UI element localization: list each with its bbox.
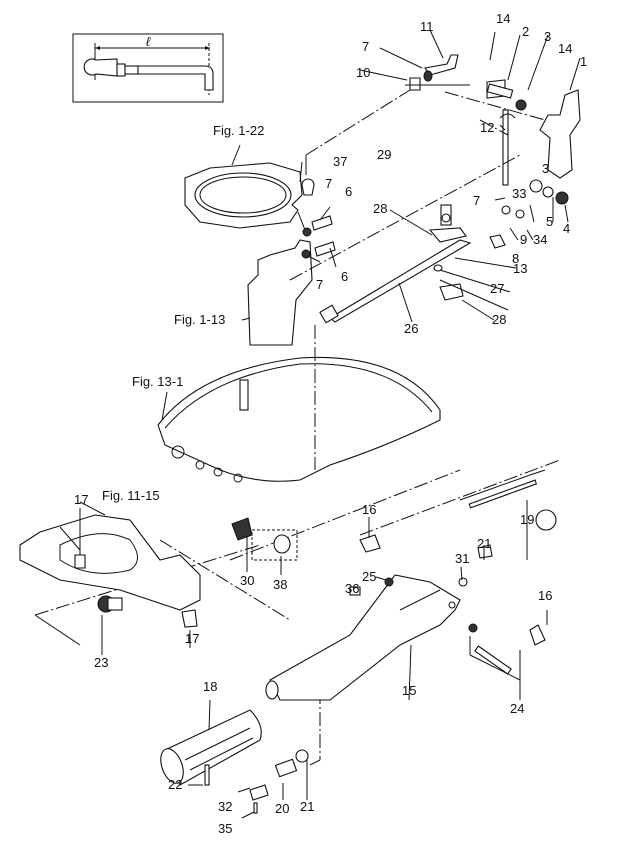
callout-6b: 6 [341, 269, 349, 284]
callout-7: 7 [362, 39, 370, 54]
callout-28b: 28 [492, 312, 507, 327]
callout-6: 6 [345, 184, 353, 199]
callout-28: 28 [373, 201, 388, 216]
callout-13: 13 [513, 261, 528, 276]
callout-17b: 17 [185, 631, 200, 646]
callout-37: 37 [333, 154, 348, 169]
callout-27: 27 [490, 281, 505, 296]
callout-8: 8 [512, 251, 520, 266]
callout-14: 14 [496, 11, 511, 26]
fasteners [301, 178, 336, 259]
bracket-plate [241, 239, 313, 346]
callout-7d: 7 [473, 193, 481, 208]
callout-33: 33 [512, 186, 527, 201]
throttle-linkage [405, 54, 581, 249]
callout-15: 15 [402, 683, 417, 698]
callout-7c: 7 [316, 277, 324, 292]
callout-20: 20 [275, 801, 290, 816]
callout-25: 25 [362, 569, 377, 584]
callout-11: 11 [420, 19, 434, 34]
callout-16: 16 [362, 502, 377, 517]
callout-3: 3 [544, 29, 552, 44]
callout-30: 30 [240, 573, 255, 588]
callout-12: 12 [480, 120, 495, 135]
figure-ref-1-13: Fig. 1-13 [174, 312, 226, 327]
gasket-ring [184, 144, 303, 229]
figure-ref-13-1: Fig. 13-1 [132, 374, 184, 389]
callout-10: 10 [356, 65, 371, 80]
inset-rod-detail [72, 33, 224, 103]
callout-22: 22 [168, 777, 183, 792]
assembly-lines [34, 89, 561, 766]
callout-18: 18 [203, 679, 218, 694]
callout-32: 32 [218, 799, 233, 814]
bottom-cowling [157, 356, 441, 483]
callout-21: 21 [477, 536, 492, 551]
callout-16b: 16 [538, 588, 553, 603]
callout-31: 31 [455, 551, 470, 566]
callout-14b: 14 [558, 41, 573, 56]
throttle-grip [160, 709, 309, 814]
callout-36: 36 [345, 581, 360, 596]
callout-38: 38 [273, 577, 288, 592]
inset-dimension-label: ℓ [146, 34, 151, 49]
callout-34: 34 [533, 232, 548, 247]
callout-17: 17 [74, 492, 89, 507]
callout-3b: 3 [542, 161, 550, 176]
callout-21b: 21 [300, 799, 315, 814]
callout-29: 29 [377, 147, 392, 162]
callout-7b: 7 [325, 176, 333, 191]
figure-ref-1-22: Fig. 1-22 [213, 123, 265, 138]
callout-4: 4 [563, 221, 571, 236]
callout-35: 35 [218, 821, 233, 836]
callout-9: 9 [520, 232, 528, 247]
callout-26: 26 [404, 321, 419, 336]
steering-bracket [19, 514, 298, 628]
leader-lines [59, 29, 581, 819]
steering-handle [265, 469, 557, 701]
callout-19: 19 [520, 512, 535, 527]
callout-1: 1 [580, 54, 588, 69]
callout-5: 5 [546, 214, 554, 229]
callout-2: 2 [522, 24, 530, 39]
callout-23: 23 [94, 655, 109, 670]
callout-24: 24 [510, 701, 525, 716]
figure-ref-11-15: Fig. 11-15 [102, 488, 160, 503]
